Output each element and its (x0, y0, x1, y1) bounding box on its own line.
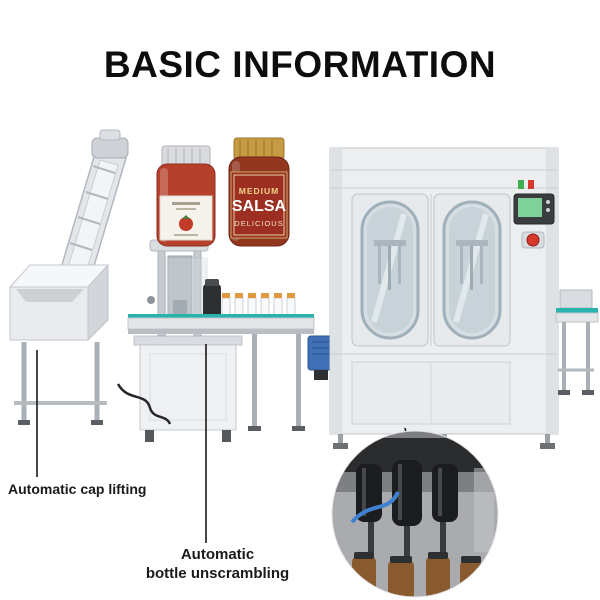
emergency-stop-button (521, 231, 545, 249)
salsa-name: SALSA (232, 198, 287, 215)
annotation-bottle-unscrambling-line2: bottle unscrambling (145, 564, 290, 582)
power-cable (116, 383, 172, 425)
annotation-cap-lifting: Automatic cap lifting (8, 481, 147, 497)
bottle-unscrambling-machine (116, 239, 243, 442)
annotation-bottle-unscrambling-line1: Automatic (180, 546, 255, 563)
sauce-jar (156, 145, 216, 247)
inset-photo-border (331, 430, 499, 598)
indicator-light-red (528, 180, 534, 189)
sauce-jar-label (159, 195, 213, 241)
filling-machine (329, 147, 559, 449)
annotation-bottle-unscrambling: Automatic bottle unscrambling (125, 546, 310, 584)
outfeed-conveyor (555, 289, 599, 395)
control-panel (513, 193, 555, 225)
page-title: BASIC INFORMATION (103, 44, 497, 85)
indicator-light-green (518, 180, 524, 189)
air-tube-photo (350, 491, 400, 524)
salsa-jar: MEDIUM SALSA DELICIOUS (228, 137, 290, 247)
cap-hopper (8, 263, 110, 342)
salsa-heat-level: MEDIUM (239, 186, 279, 196)
inspection-window-left (360, 200, 420, 340)
capping-chucks-photo (356, 460, 458, 526)
inspection-window-right (442, 200, 502, 340)
bottles-on-conveyor (221, 293, 296, 319)
salsa-jar-label: MEDIUM SALSA DELICIOUS (230, 171, 288, 239)
hmi-screen (518, 198, 542, 217)
cap-lifting-machine (8, 129, 129, 425)
detail-inset-photo (332, 431, 498, 597)
salsa-tagline: DELICIOUS (234, 219, 283, 228)
